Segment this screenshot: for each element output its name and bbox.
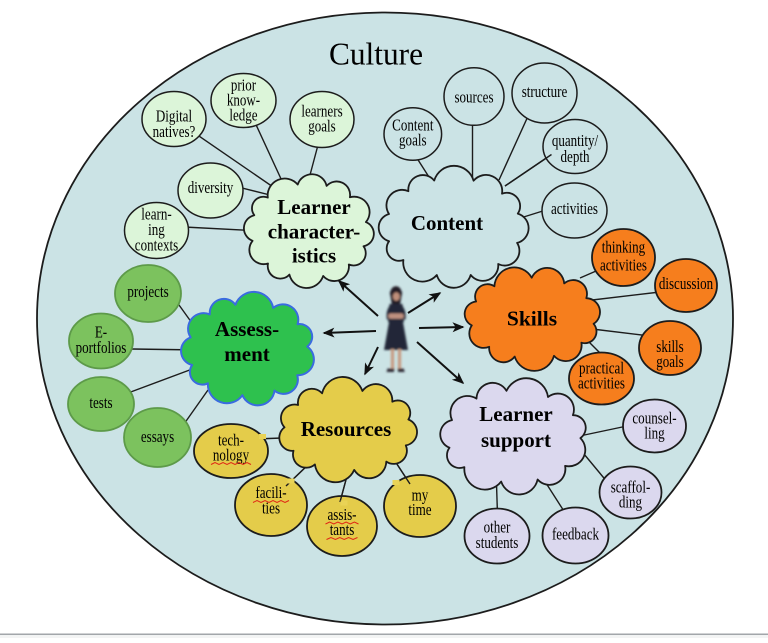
svg-text:Learner: Learner (277, 195, 351, 219)
svg-text:tants: tants (330, 520, 355, 539)
svg-text:activities: activities (551, 199, 598, 218)
svg-text:ding: ding (619, 493, 642, 512)
svg-text:practical: practical (579, 359, 624, 378)
svg-text:facili-: facili- (255, 483, 286, 502)
svg-text:ment: ment (224, 342, 270, 366)
svg-text:discussion: discussion (659, 274, 713, 293)
svg-text:Content: Content (411, 211, 483, 235)
svg-text:skills: skills (656, 337, 684, 356)
svg-text:other: other (484, 518, 511, 537)
svg-text:essays: essays (141, 427, 174, 446)
svg-text:sources: sources (454, 88, 493, 107)
svg-text:learners: learners (301, 102, 342, 121)
svg-text:ing: ing (148, 220, 165, 239)
svg-text:istics: istics (292, 244, 336, 268)
svg-text:tests: tests (89, 393, 112, 412)
svg-text:depth: depth (561, 147, 591, 166)
svg-text:activities: activities (600, 256, 647, 275)
svg-text:scaffol-: scaffol- (611, 478, 651, 497)
svg-text:Content: Content (392, 116, 434, 135)
svg-text:ties: ties (262, 499, 280, 518)
svg-text:nology: nology (213, 446, 250, 465)
svg-text:learn-: learn- (141, 205, 171, 224)
svg-text:activities: activities (578, 374, 625, 393)
svg-text:feedback: feedback (552, 525, 600, 544)
svg-text:Resources: Resources (301, 417, 392, 441)
svg-text:ling: ling (644, 424, 664, 443)
svg-text:Learner: Learner (479, 402, 553, 426)
svg-text:E-: E- (95, 323, 107, 342)
svg-text:goals: goals (399, 131, 427, 150)
svg-text:students: students (476, 533, 519, 552)
svg-text:structure: structure (522, 82, 568, 101)
svg-text:goals: goals (308, 117, 336, 136)
svg-text:support: support (481, 428, 551, 452)
svg-text:thinking: thinking (602, 238, 645, 257)
svg-text:diversity: diversity (188, 178, 234, 197)
svg-text:my: my (412, 486, 429, 505)
svg-text:goals: goals (656, 352, 684, 371)
svg-text:Culture: Culture (329, 36, 423, 72)
svg-text:character-: character- (268, 220, 361, 244)
svg-text:ledge: ledge (229, 106, 257, 125)
svg-text:portfolios: portfolios (76, 338, 127, 357)
svg-text:know-: know- (227, 91, 260, 110)
svg-text:time: time (408, 500, 431, 519)
svg-text:natives?: natives? (153, 122, 196, 141)
svg-text:counsel-: counsel- (632, 409, 676, 428)
svg-text:prior: prior (231, 76, 257, 95)
svg-text:Assess-: Assess- (215, 317, 279, 341)
svg-text:projects: projects (127, 282, 168, 301)
svg-text:Skills: Skills (507, 307, 557, 331)
svg-text:quantity/: quantity/ (552, 131, 599, 150)
svg-text:Digital: Digital (156, 107, 193, 126)
svg-text:contexts: contexts (135, 236, 178, 255)
svg-text:tech-: tech- (218, 431, 244, 450)
svg-text:assis-: assis- (328, 505, 357, 524)
